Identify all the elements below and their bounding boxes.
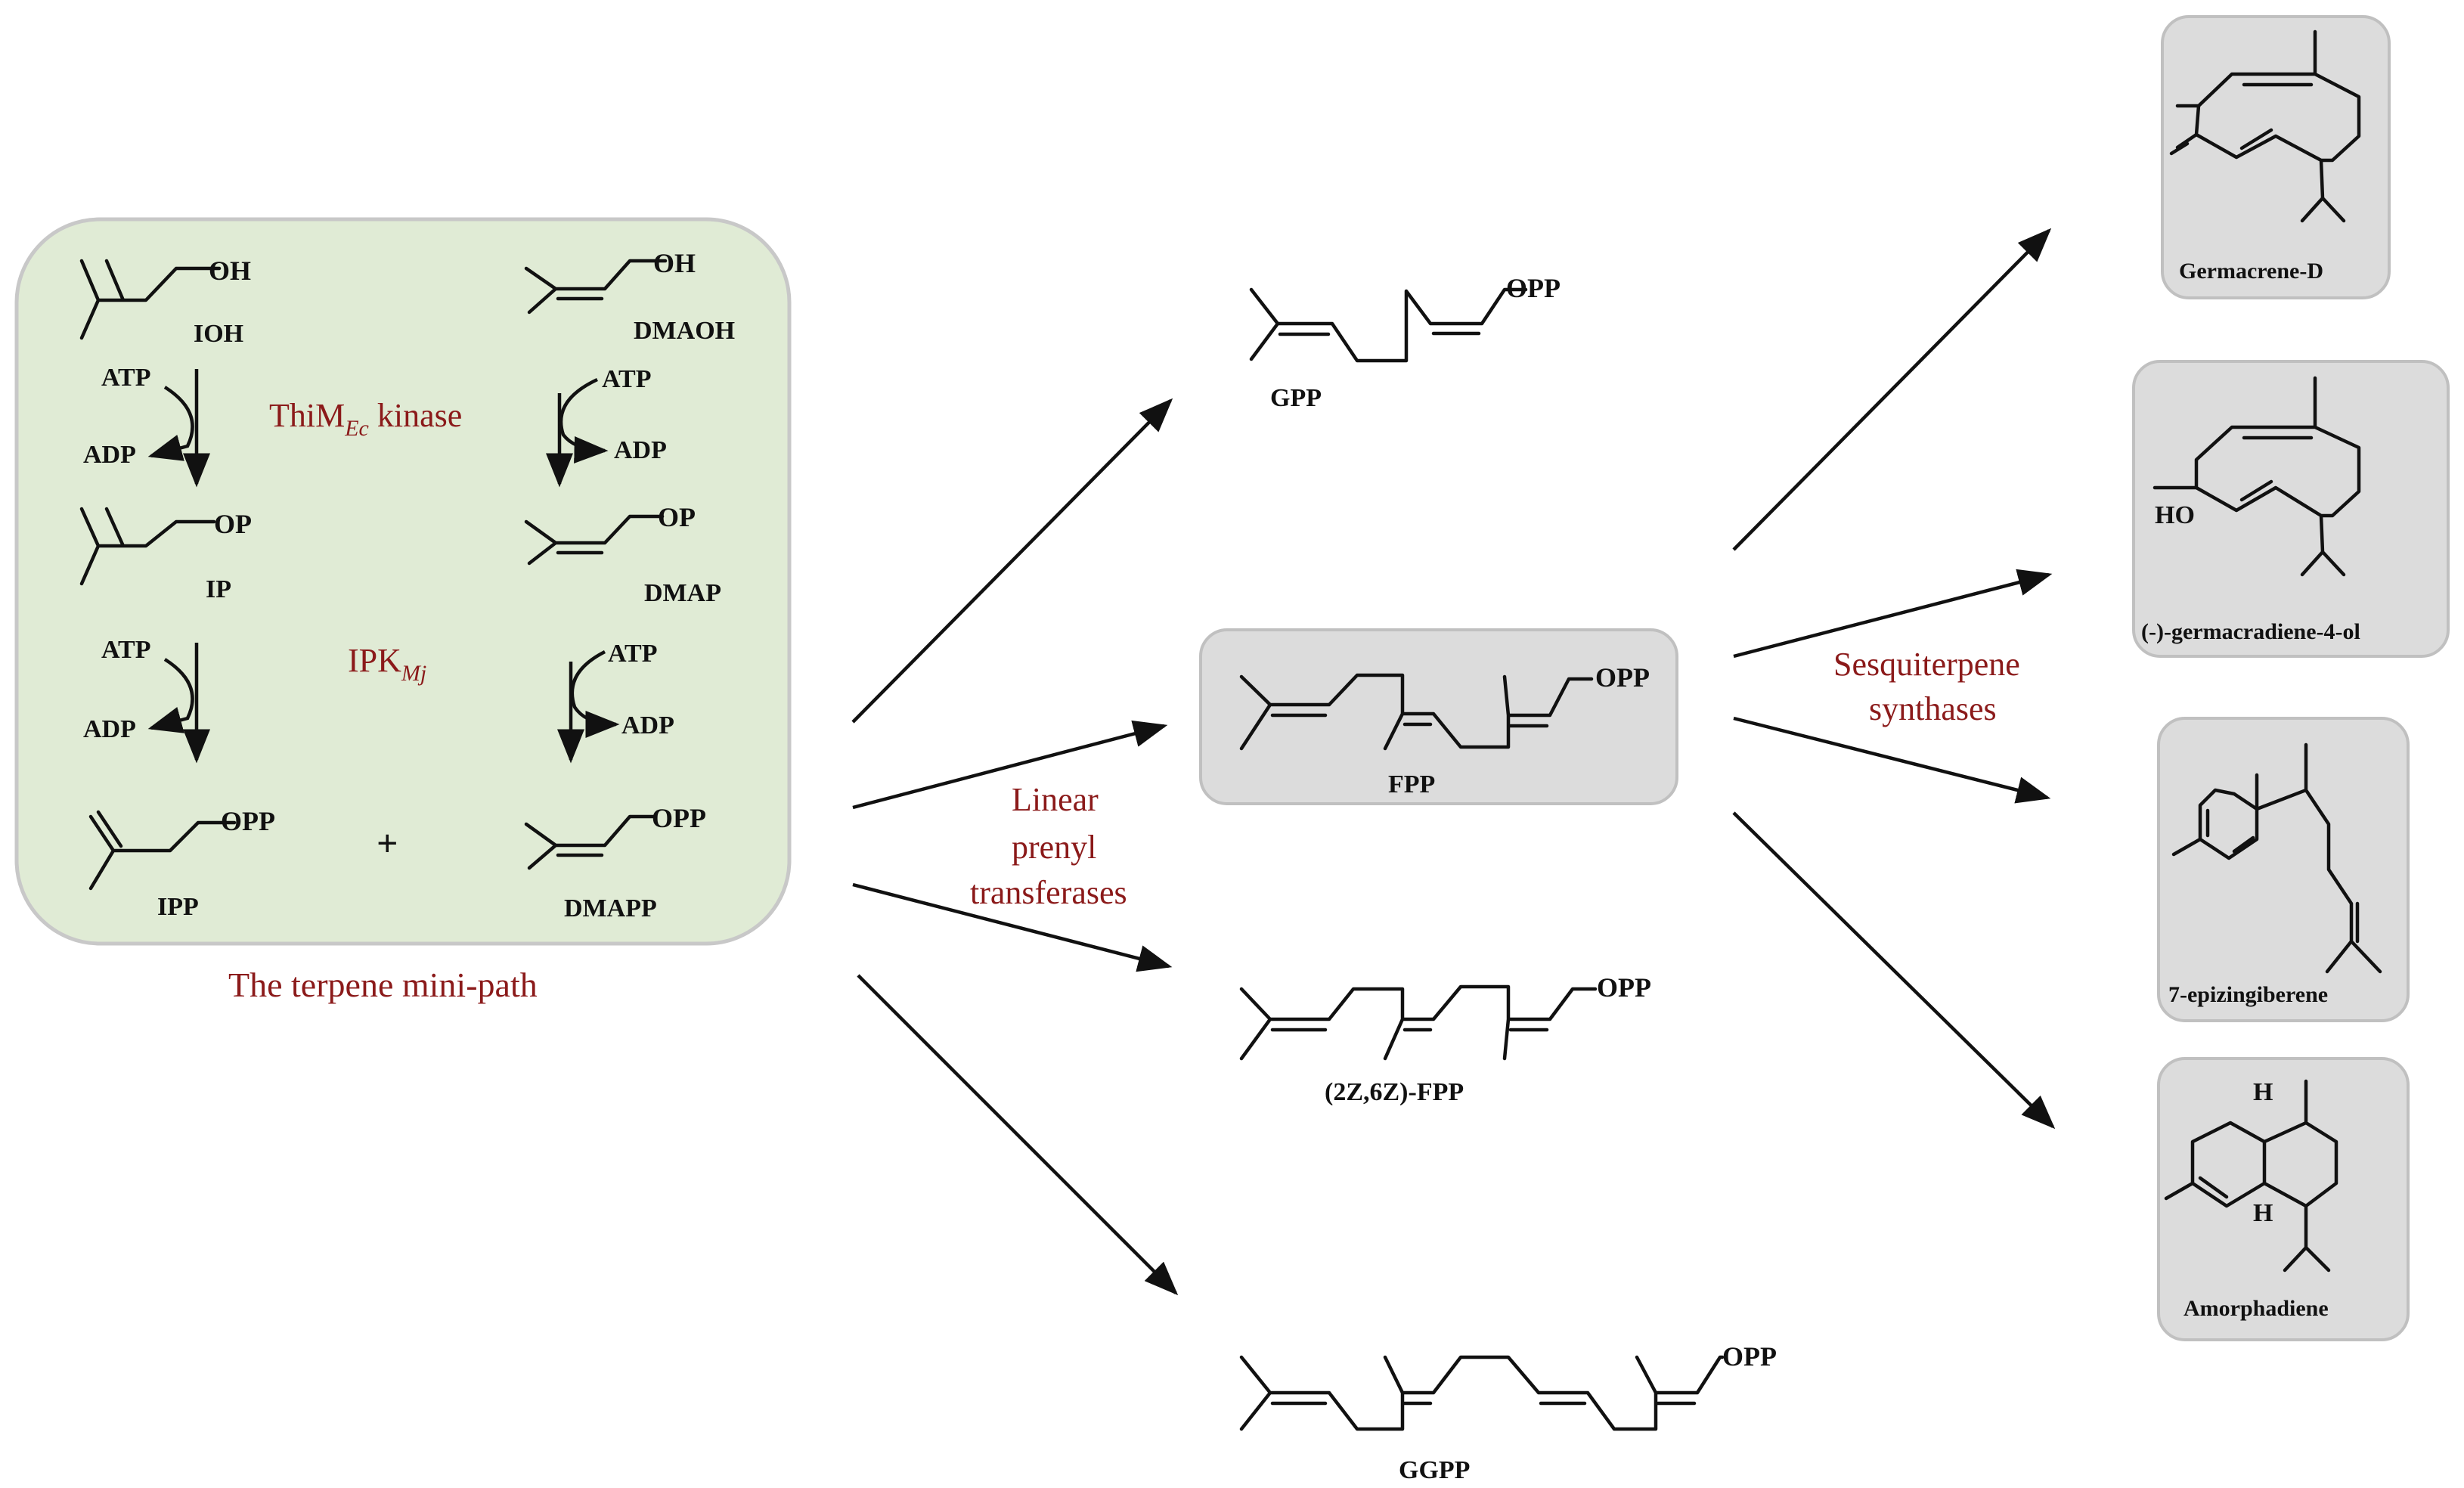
dmaoh-structure: [524, 259, 668, 315]
gpp-opp-text: OPP: [1506, 273, 1561, 303]
adp-label-left-2: ADP: [83, 715, 136, 743]
dmaoh-oh-text: OH: [653, 248, 696, 278]
ip-op-text: OP: [214, 509, 252, 539]
dmap-structure: [524, 514, 665, 566]
dmaoh-label: DMAOH: [634, 317, 735, 345]
amorphadiene-h-top: H: [2253, 1078, 2273, 1106]
fpp-structure: [1239, 673, 1594, 751]
product-box-germacradiene-4-ol: [2132, 360, 2450, 658]
arrow-to-fpp: [852, 720, 1168, 810]
fpp-opp-text: OPP: [1595, 662, 1650, 693]
fpp-box: [1199, 628, 1678, 805]
atp-label-right-1: ATP: [602, 365, 651, 393]
germacradiene-4-ol-structure: [2153, 376, 2361, 577]
prenyl-transferase-label-3: transferases: [970, 874, 1127, 911]
atp-label-left-2: ATP: [101, 636, 150, 664]
gpp-label: GPP: [1270, 384, 1322, 412]
prenyl-transferase-label-2: prenyl: [1012, 829, 1096, 866]
arrow-to-germacradiene-4-ol: [1733, 569, 2053, 659]
arrow-to-zfpp: [852, 882, 1173, 972]
dmapp-structure: [524, 814, 657, 870]
ipk-label: IPKMj: [348, 642, 426, 686]
dmap-op-text: OP: [658, 502, 696, 532]
germacradiene-ho-text: HO: [2155, 501, 2195, 529]
product-box-7-epizingiberene: [2157, 717, 2410, 1022]
fpp-label: FPP: [1388, 770, 1435, 798]
zfpp-label: (2Z,6Z)-FPP: [1325, 1078, 1464, 1106]
ggpp-label: GGPP: [1399, 1456, 1470, 1484]
cofactor-curve-right-2: [570, 649, 620, 738]
adp-label-right-2: ADP: [621, 711, 674, 739]
product-label-amorphadiene: Amorphadiene: [2184, 1296, 2329, 1321]
plus-sign: +: [377, 822, 398, 864]
dmap-label: DMAP: [644, 579, 721, 607]
amorphadiene-h-bottom: H: [2253, 1199, 2273, 1227]
cofactor-curve-left-2: [147, 658, 194, 733]
amorphadiene-structure: [2164, 1079, 2338, 1273]
arrow-to-gpp: [851, 398, 1173, 724]
ipp-opp-text: OPP: [221, 806, 275, 836]
ioh-structure: [79, 259, 222, 340]
atp-label-left-1: ATP: [101, 364, 150, 392]
arrow-to-germacrene-d: [1732, 228, 2052, 551]
ioh-oh-text: OH: [209, 256, 251, 286]
sesquiterpene-synthase-label-1: Sesquiterpene: [1833, 646, 2020, 683]
adp-label-left-1: ADP: [83, 441, 136, 469]
dmapp-opp-text: OPP: [652, 803, 706, 833]
thim-kinase-label: ThiMEc kinase: [269, 397, 462, 441]
ipp-label: IPP: [157, 893, 199, 921]
gpp-structure: [1249, 287, 1528, 363]
ioh-label: IOH: [194, 320, 243, 348]
cofactor-curve-left-1: [147, 386, 194, 461]
adp-label-right-1: ADP: [614, 436, 667, 464]
cofactor-curve-right-1: [559, 377, 609, 463]
zfpp-opp-text: OPP: [1597, 972, 1651, 1003]
product-box-germacrene-d: [2161, 15, 2391, 299]
7-epizingiberene-structure: [2171, 742, 2382, 974]
zfpp-structure: [1239, 984, 1598, 1061]
germacrene-d-structure: [2169, 29, 2361, 223]
arrow-to-amorphadiene: [1732, 811, 2056, 1130]
minipath-title: The terpene mini-path: [228, 966, 538, 1004]
ip-label: IP: [206, 575, 231, 603]
arrow-to-ggpp: [857, 974, 1179, 1296]
dmapp-label: DMAPP: [564, 894, 657, 922]
product-label-germacrene-d: Germacrene-D: [2179, 259, 2323, 284]
prenyl-transferase-label-1: Linear: [1012, 781, 1099, 818]
ipp-structure: [88, 810, 237, 891]
ggpp-opp-text: OPP: [1722, 1341, 1777, 1372]
sesquiterpene-synthase-label-2: synthases: [1869, 690, 1997, 727]
product-label-germacradiene-4-ol: (-)-germacradiene-4-ol: [2141, 619, 2360, 644]
atp-label-right-2: ATP: [608, 640, 657, 668]
arrow-to-7-epizingiberene: [1733, 716, 2051, 804]
product-label-7-epizingiberene: 7-epizingiberene: [2168, 982, 2328, 1007]
ggpp-structure: [1239, 1355, 1725, 1431]
ip-structure: [79, 507, 216, 586]
